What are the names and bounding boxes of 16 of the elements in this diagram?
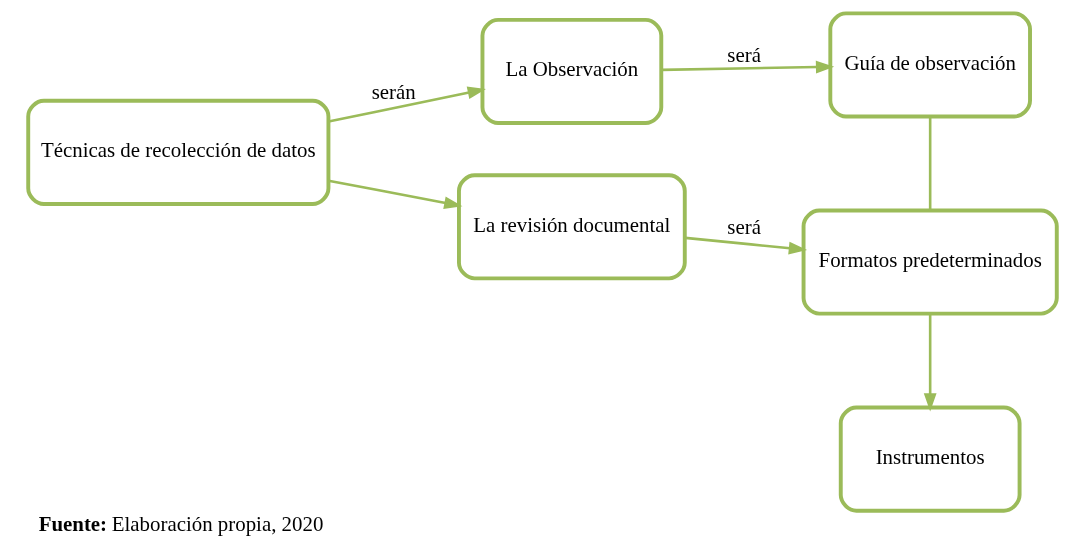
- node-box: Guía de observación: [827, 11, 1032, 119]
- node-box: La Observación: [480, 17, 663, 125]
- caption: Fuente: Elaboración propia, 2020: [38, 512, 323, 537]
- arrow: [661, 60, 834, 74]
- node-box: Formatos predeterminados: [801, 208, 1059, 316]
- arrow: [327, 179, 462, 210]
- node-box: Técnicas de recolección de datos: [25, 98, 330, 206]
- arrow: [684, 236, 807, 255]
- arrow: [923, 313, 937, 412]
- node-box: Instrumentos: [838, 405, 1022, 513]
- arrow: [327, 86, 486, 123]
- edge-label: será: [726, 43, 761, 68]
- edge-label: serán: [371, 79, 416, 104]
- edge-label: será: [726, 215, 761, 240]
- node-box: La revisión documental: [456, 173, 687, 281]
- connector: [928, 116, 931, 211]
